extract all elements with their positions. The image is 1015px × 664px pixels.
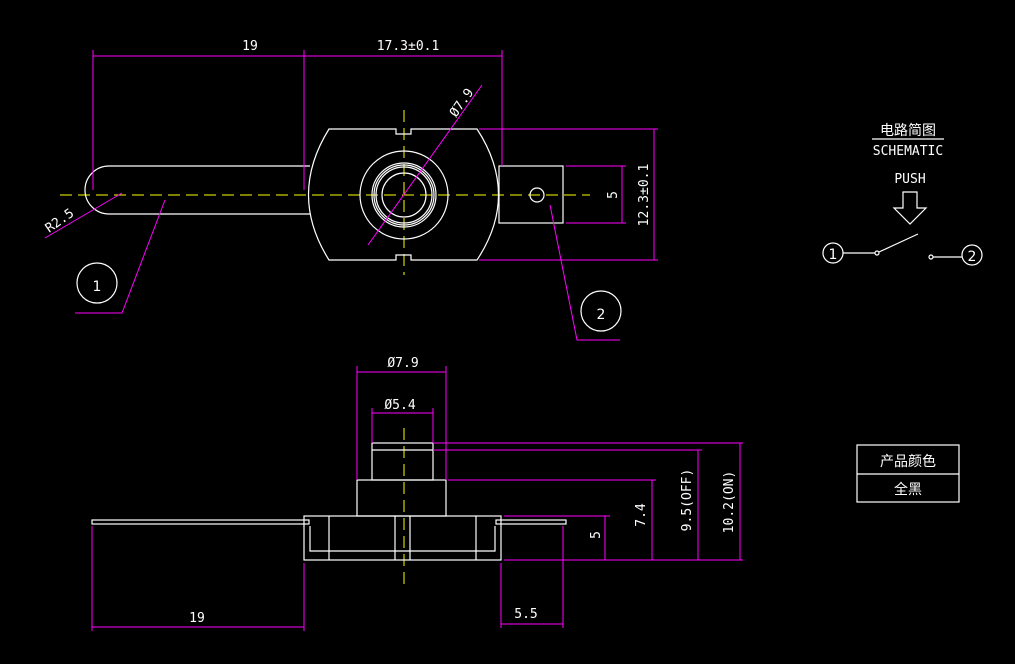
dim-lever-length-side: 19 (189, 611, 205, 626)
color-table: 产品颜色 全黑 (856, 444, 960, 503)
dim-off-h: 9.5(OFF) (680, 469, 695, 532)
ring (373, 164, 435, 226)
contact (928, 254, 934, 260)
terminal-side (495, 519, 567, 525)
diameter-leader (367, 84, 483, 246)
dim-terminal-width: 5 (606, 191, 621, 199)
terminal-tab (498, 165, 564, 224)
contact (874, 250, 880, 256)
button-circle (381, 172, 427, 218)
dim-radius: R2.5 (43, 206, 77, 236)
cap (356, 479, 447, 517)
schematic: 电路简图 SCHEMATIC PUSH 1 2 (822, 122, 983, 266)
color-table-value: 全黑 (894, 481, 922, 498)
housing (303, 515, 502, 561)
balloon-2-leader (549, 204, 620, 341)
lever-side (91, 519, 310, 525)
dim-cap-h: 7.4 (634, 503, 649, 527)
ring (375, 166, 433, 224)
color-table-header: 产品颜色 (880, 453, 936, 470)
dim-terminal-length: 5.5 (514, 607, 537, 622)
push-button (371, 442, 434, 481)
lever-outline (84, 165, 310, 215)
push-arrow-icon (892, 191, 928, 225)
push-label: PUSH (894, 172, 925, 187)
balloon-2 (580, 290, 622, 332)
terminal-2-symbol (961, 244, 983, 266)
top-view: 19 17.3±0.1 Ø7.9 5 12.3±0.1 R2.5 1 2 (43, 39, 658, 341)
schematic-title-en: SCHEMATIC (873, 144, 943, 159)
housing-inner (309, 526, 496, 552)
dim-button-dia-side: Ø5.4 (384, 398, 415, 413)
dim-body-height: 12.3±0.1 (637, 164, 652, 227)
switch-blade (878, 233, 919, 253)
dim-body-h: 5 (589, 531, 604, 539)
schematic-title-cn: 电路简图 (880, 122, 936, 139)
dim-body-width: 17.3±0.1 (377, 39, 440, 54)
dim-on-h: 10.2(ON) (722, 471, 737, 534)
balloon-1 (76, 262, 118, 304)
dim-lever-length: 19 (242, 39, 258, 54)
balloon-2-label: 2 (597, 307, 606, 323)
dim-cap-dia: Ø7.9 (387, 356, 418, 371)
terminal-1-label: 1 (829, 247, 838, 263)
balloon-1-label: 1 (93, 279, 102, 295)
balloon-1-leader (75, 199, 166, 314)
body-outline (308, 128, 499, 261)
ring (371, 162, 437, 228)
terminal-2-label: 2 (968, 249, 977, 265)
side-view: Ø7.9 Ø5.4 5 7.4 9.5(OFF) 10.2(ON) 19 5.5 (91, 356, 743, 631)
outer-ring (359, 150, 449, 240)
radius-leader (44, 192, 123, 239)
dim-button-dia: Ø7.9 (447, 86, 477, 120)
terminal-hole (529, 187, 545, 203)
